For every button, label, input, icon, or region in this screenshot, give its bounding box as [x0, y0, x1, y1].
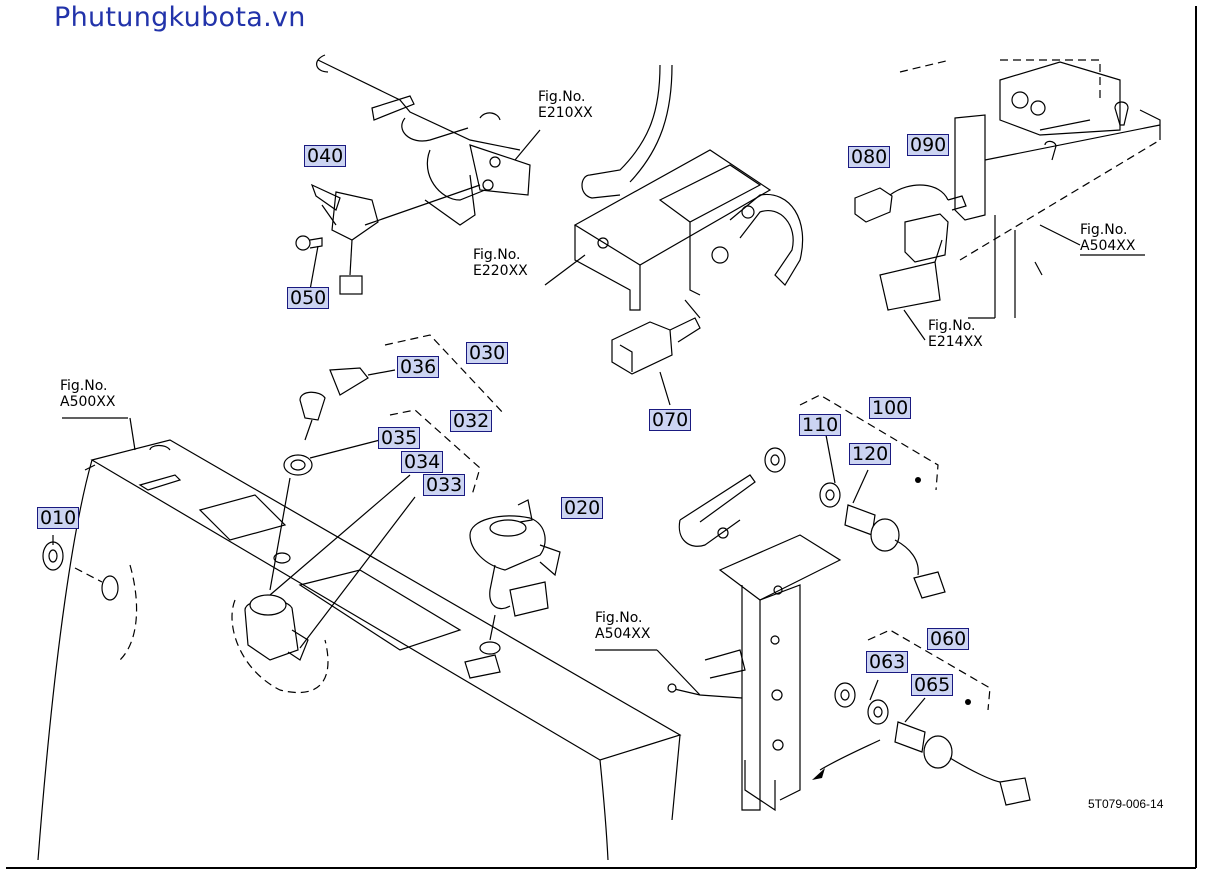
part-label-100[interactable]: 100	[869, 397, 912, 419]
fig-ref-a500-line1: Fig.No.	[60, 378, 108, 394]
relay-bracket-080-090	[854, 59, 1161, 341]
fig-ref-a504-center[interactable]: Fig.No. A504XX	[595, 610, 650, 642]
part-label-065[interactable]: 065	[911, 674, 954, 696]
fig-ref-e210-line1: Fig.No.	[538, 89, 586, 105]
fig-ref-e210-line2: E210XX	[538, 105, 593, 121]
bracket-100-060	[667, 394, 1031, 812]
part-label-080[interactable]: 080	[848, 146, 891, 168]
part-label-070[interactable]: 070	[649, 409, 692, 431]
part-label-090[interactable]: 090	[907, 134, 950, 156]
part-label-034[interactable]: 034	[401, 451, 444, 473]
fig-ref-a504-center-line2: A504XX	[595, 626, 651, 642]
part-label-030[interactable]: 030	[466, 342, 509, 364]
pedal-bracket-070	[573, 64, 804, 406]
part-label-050[interactable]: 050	[287, 287, 330, 309]
switch-040-assembly	[295, 54, 531, 295]
part-label-110[interactable]: 110	[799, 414, 842, 436]
part-label-060[interactable]: 060	[927, 628, 970, 650]
switch-020	[464, 499, 561, 679]
part-label-035[interactable]: 035	[378, 427, 421, 449]
part-label-036[interactable]: 036	[397, 356, 440, 378]
part-label-020[interactable]: 020	[561, 497, 604, 519]
fig-ref-e214[interactable]: Fig.No. E214XX	[928, 318, 983, 350]
watermark-logo: Phutungkubota.vn	[54, 2, 306, 33]
fig-ref-a504-right-line2: A504XX	[1080, 238, 1136, 254]
fig-ref-a504-right[interactable]: Fig.No. A504XX	[1080, 222, 1135, 254]
fig-ref-e214-line2: E214XX	[928, 334, 983, 350]
part-label-040[interactable]: 040	[304, 145, 347, 167]
fig-ref-a504-right-line1: Fig.No.	[1080, 222, 1128, 238]
part-label-032[interactable]: 032	[450, 410, 493, 432]
fig-ref-e220[interactable]: Fig.No. E220XX	[473, 247, 528, 279]
fig-ref-e210[interactable]: Fig.No. E210XX	[538, 89, 593, 121]
fig-ref-e220-line1: Fig.No.	[473, 247, 521, 263]
fig-ref-a504-center-line1: Fig.No.	[595, 610, 643, 626]
part-label-010[interactable]: 010	[37, 507, 80, 529]
fig-ref-a500[interactable]: Fig.No. A500XX	[60, 378, 115, 410]
fig-ref-e220-line2: E220XX	[473, 263, 528, 279]
drawing-reference-number: 5T079-006-14	[1088, 797, 1164, 811]
fig-ref-e214-line1: Fig.No.	[928, 318, 976, 334]
key-switch-030	[231, 334, 506, 694]
part-label-063[interactable]: 063	[866, 651, 909, 673]
dash-panel-a500	[37, 417, 682, 861]
part-label-033[interactable]: 033	[423, 474, 466, 496]
part-label-120[interactable]: 120	[849, 443, 892, 465]
fig-ref-a500-line2: A500XX	[60, 394, 116, 410]
